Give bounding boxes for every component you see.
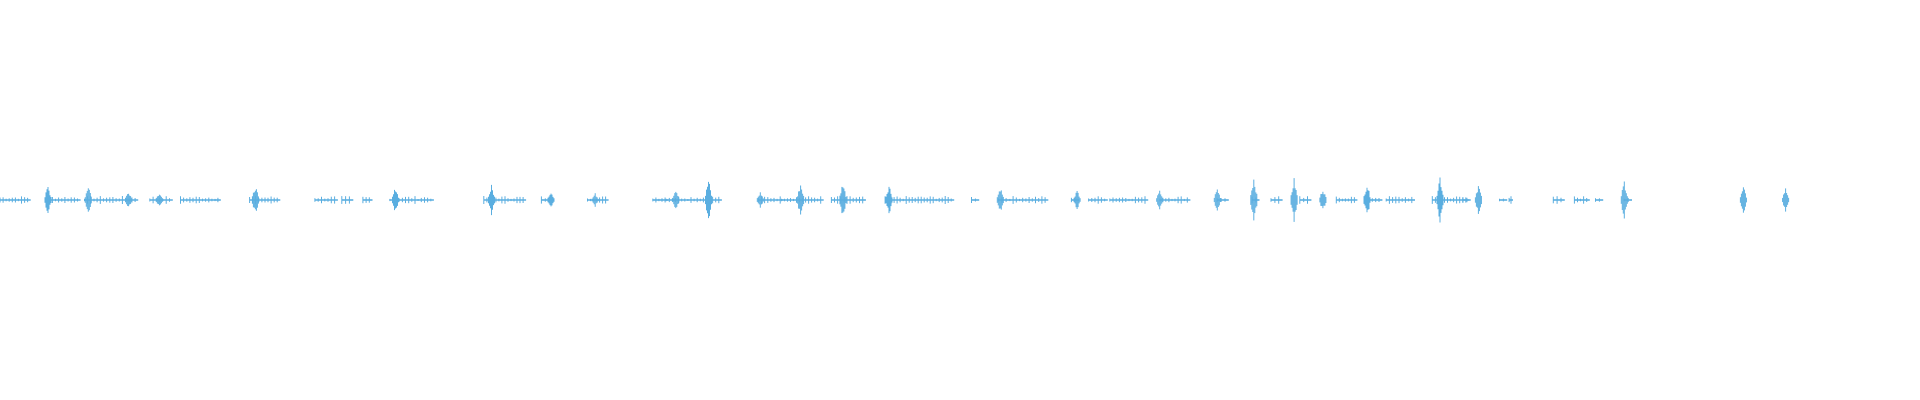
waveform-trace <box>0 177 1790 223</box>
